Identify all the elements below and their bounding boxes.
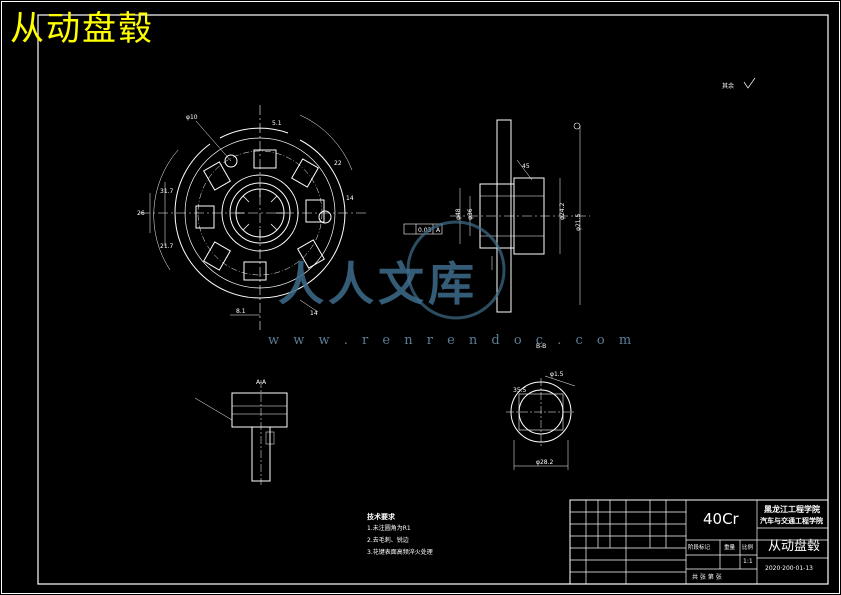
surface-finish-note: 其余: [722, 82, 734, 90]
technical-requirements: 技术要求 1.未注圆角为R1 2.去毛刺、锐边 3.花键表面高频淬火处理: [367, 511, 433, 559]
requirement-item-1: 1.未注圆角为R1: [367, 525, 411, 532]
side-view-dims: φ48 φ36 φ24.2 φ21.5 0.03 A 45: [418, 163, 582, 234]
svg-text:φ28.2: φ28.2: [536, 459, 554, 466]
svg-text:A: A: [436, 227, 441, 234]
svg-text:5.1: 5.1: [272, 120, 282, 127]
watermark-circle: [406, 220, 506, 320]
svg-text:8.1: 8.1: [236, 308, 246, 315]
svg-text:22: 22: [334, 160, 342, 167]
requirement-item-3: 3.花键表面高频淬火处理: [367, 549, 433, 556]
scale-label: 比例: [742, 545, 754, 551]
section-b-label: B-B: [536, 343, 546, 350]
watermark-url: w w w . r e n r e n d o c . c o m: [268, 333, 637, 348]
school-line-2: 汽车与交通工程学院: [760, 517, 823, 525]
material-label: 40Cr: [703, 510, 739, 528]
front-view: [140, 105, 368, 330]
part-name: 从动盘毂: [768, 539, 821, 554]
svg-text:14: 14: [310, 310, 318, 317]
inner-frame: [37, 14, 829, 585]
weight-label: 重量: [724, 545, 736, 551]
drawing-title: 从动盘毂: [10, 9, 154, 49]
svg-text:φ21.5: φ21.5: [575, 214, 582, 232]
technical-requirements-heading: 技术要求: [367, 513, 395, 521]
section-b-dims: φ1.5 35.5 φ28.2: [513, 371, 564, 466]
watermark-logo: 人人文库: [278, 257, 478, 311]
svg-text:35.5: 35.5: [513, 387, 527, 394]
svg-text:φ10: φ10: [186, 114, 198, 121]
section-b-view: [506, 375, 576, 470]
school-line-1: 黑龙江工程学院: [764, 505, 820, 514]
section-a-view: [194, 380, 288, 485]
svg-text:14: 14: [346, 195, 354, 202]
side-view: [403, 119, 590, 313]
svg-text:26: 26: [137, 210, 145, 217]
section-a-label: A-A: [256, 379, 267, 386]
requirement-item-2: 2.去毛刺、锐边: [367, 537, 409, 544]
svg-text:31.7: 31.7: [160, 188, 174, 195]
surface-finish-icon: [743, 77, 756, 89]
svg-text:φ24.2: φ24.2: [559, 203, 566, 221]
svg-text:φ1.5: φ1.5: [550, 371, 564, 378]
svg-text:0.03: 0.03: [418, 227, 432, 234]
title-block: [569, 499, 829, 585]
scale-value: 1:1: [743, 558, 753, 565]
drawing-number: 2020·200·01-13: [765, 565, 813, 572]
svg-text:φ36: φ36: [467, 208, 474, 220]
svg-text:21.7: 21.7: [160, 243, 174, 250]
svg-text:φ48: φ48: [455, 208, 462, 220]
front-view-dims: φ10 5.1 31.7 26 21.7 14 22 8.1 14: [137, 114, 354, 317]
sheet-info: 共 张 第 张: [692, 574, 722, 581]
stage-label: 阶段标记: [688, 545, 711, 551]
svg-text:45: 45: [522, 163, 530, 170]
